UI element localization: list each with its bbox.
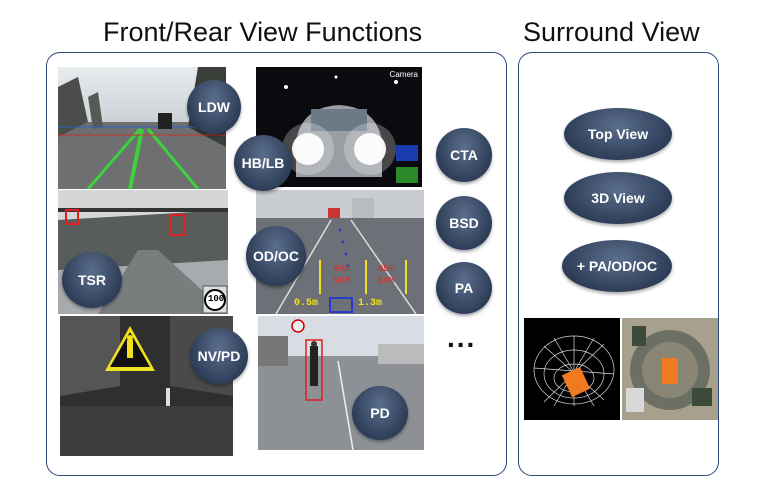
od-dist-right: 1.3m	[358, 298, 383, 309]
bsd-bubble: BSD	[436, 196, 492, 250]
camera-tag: Camera	[389, 70, 418, 79]
front-rear-title: Front/Rear View Functions	[103, 17, 423, 47]
od-right-bottom: 18M	[378, 276, 395, 286]
surround-top-view-image	[622, 318, 718, 420]
3d-view-pill: 3D View	[564, 172, 672, 224]
front-rear-panel	[46, 52, 507, 476]
cta-bubble: CTA	[436, 128, 492, 182]
pa-od-oc-pill: + PA/OD/OC	[562, 240, 672, 292]
pd-bubble: PD	[352, 386, 408, 440]
od-left-bottom: 98M	[334, 276, 351, 286]
od-dist-left: 0.5m	[294, 298, 319, 309]
surround-panel	[518, 52, 719, 476]
top-view-pill: Top View	[564, 108, 672, 160]
odoc-bubble: OD/OC	[246, 226, 306, 286]
ldw-bubble: LDW	[187, 80, 241, 134]
more-functions-ellipsis: ...	[447, 322, 477, 353]
nvpd-bubble: NV/PD	[190, 328, 248, 384]
tsr-bubble: TSR	[62, 252, 122, 308]
surround-3d-bowl-image	[524, 318, 620, 420]
od-right-top: 65m	[378, 264, 395, 274]
speed-sign: 100	[208, 294, 225, 304]
od-left-top: 64m	[334, 264, 351, 274]
pa-bubble: PA	[436, 262, 492, 314]
hblb-bubble: HB/LB	[234, 135, 292, 191]
surround-title: Surround View	[523, 17, 700, 47]
